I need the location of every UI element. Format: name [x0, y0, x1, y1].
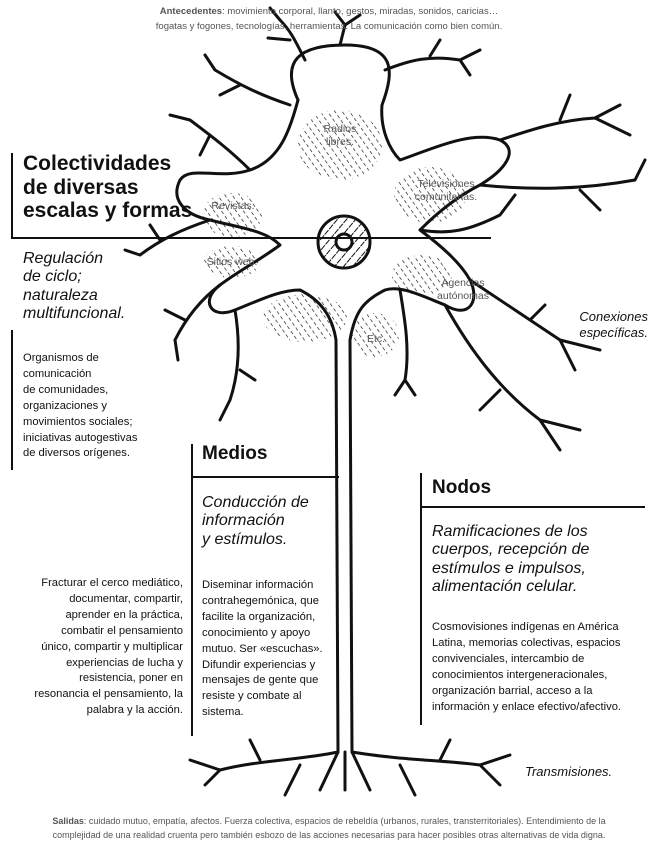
antecedentes-line-1: movimiento corporal, llanto, gestos, mir…	[227, 6, 499, 17]
cell-body	[175, 43, 511, 754]
salidas-label: Salidas	[52, 816, 84, 826]
nodos-horizontal-rule	[420, 506, 645, 508]
nodos-body: Cosmovisiones indígenas en América Latin…	[432, 621, 622, 713]
dendrites-top	[168, 6, 482, 172]
label-radios-libres: Radios libres.	[323, 123, 357, 149]
medios-title: Medios	[202, 443, 268, 464]
dendrites-right	[418, 93, 647, 452]
label-sitios-web: Sitios web.	[206, 256, 258, 268]
antecedentes-line-2: fogatas y fogones, tecnologías, herramie…	[155, 20, 503, 32]
collectives-vertical-rule	[11, 153, 13, 237]
medios-vertical-rule	[191, 444, 193, 736]
collectives-subtitle: Regulación de ciclo; naturaleza multifun…	[23, 250, 126, 323]
antecedentes-label: Antecedentes	[159, 6, 223, 17]
label-revistas: Revistas.	[211, 200, 255, 212]
nodos-vertical-rule	[420, 473, 422, 725]
label-televisiones: Televisiones comunitarias.	[414, 178, 478, 204]
label-etc: Etc.	[366, 333, 386, 345]
transmisiones-label: Transmisiones.	[525, 764, 613, 779]
medios-horizontal-rule	[191, 476, 339, 478]
left-text: Fracturar el cerco mediático, documentar…	[34, 577, 183, 717]
salidas-line-1: cuidado mutuo, empatía, afectos. Fuerza …	[88, 816, 606, 826]
label-agencias: Agencias autónomas	[437, 277, 489, 303]
salidas-text: Salidas: cuidado mutuo, empatía, afectos…	[0, 815, 658, 843]
axon-roots	[188, 738, 512, 797]
collectives-body-rule	[11, 330, 13, 470]
nodos-title: Nodos	[432, 477, 492, 498]
medios-subtitle: Conducción de información y estímulos.	[202, 494, 309, 548]
conexiones-label: Conexiones específicas.	[579, 309, 648, 341]
collectives-body: Organismos de comunicación de comunidade…	[23, 352, 138, 460]
hatched-regions	[202, 110, 466, 357]
collectives-title: Colectividades de diversas escalas y for…	[23, 152, 193, 223]
medios-body: Diseminar información contrahegemónica, …	[202, 579, 323, 719]
salidas-line-2: complejidad de una realidad cruenta pero…	[52, 829, 606, 840]
collectives-horizontal-rule	[11, 237, 491, 239]
nodos-subtitle: Ramificaciones de los cuerpos, recepción…	[432, 523, 590, 596]
antecedentes-text: Antecedentes: movimiento corporal, llant…	[0, 5, 658, 34]
